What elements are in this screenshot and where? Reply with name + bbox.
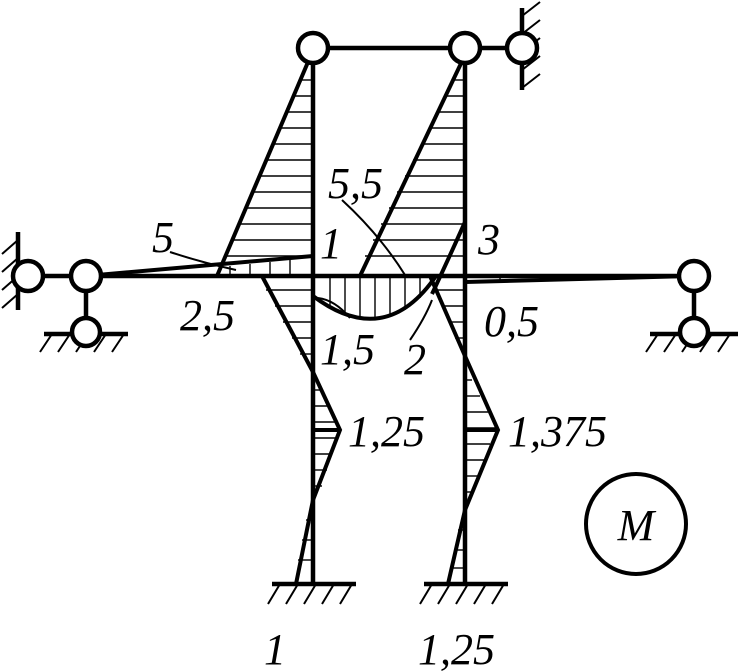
label-left-beam-joint: 2,5 (180, 291, 235, 340)
label-mid-beam: 1,5 (320, 325, 375, 374)
value-labels: 5,5 1 3 5 2,5 1,5 2 0,5 1,25 1,375 1 1,2… (152, 159, 607, 672)
hinge-top-wall (504, 30, 540, 66)
label-col1-mid: 1,25 (348, 407, 425, 456)
label-right-beam: 0,5 (484, 297, 539, 346)
moment-symbol: M (617, 501, 657, 550)
hinge-top-right (447, 30, 483, 66)
hinge-top-left (295, 30, 331, 66)
right-fixed-base (419, 581, 508, 605)
col1-upper-line (215, 54, 313, 277)
label-col2-mid: 1,375 (508, 407, 607, 456)
hinge-right-roller-top (676, 258, 712, 294)
moment-outlines (85, 54, 691, 585)
col2-joint-curve (430, 221, 467, 295)
hinge-right-roller-bottom (677, 315, 711, 349)
leader-5-5 (341, 199, 406, 276)
label-col2-base: 1,25 (418, 625, 495, 672)
hinges (10, 30, 712, 349)
mid-beam-hatch (329, 276, 421, 320)
leader-5 (169, 251, 237, 271)
leader-lines (169, 199, 433, 341)
leader-1-5 (317, 297, 351, 319)
hinge-left-wall (10, 258, 46, 294)
col2-upper-hatch (365, 79, 465, 257)
left-fixed-base (267, 581, 356, 605)
hinge-left-roller-bottom (69, 315, 103, 349)
label-left-beam: 5 (152, 213, 174, 262)
mid-beam-parabola (311, 274, 438, 321)
hinge-left-roller-top (68, 258, 104, 294)
label-col1-top: 5,5 (328, 159, 383, 208)
moment-symbol-circle (584, 472, 688, 576)
label-col2-joint: 3 (477, 215, 500, 264)
label-col1-base: 1 (264, 625, 286, 672)
col2-upper-line (358, 54, 467, 277)
left-beam-line (85, 254, 314, 278)
label-col1-joint: 1 (320, 219, 342, 268)
frame (86, 45, 694, 584)
label-mid-beam-right: 2 (404, 335, 426, 384)
leader-2 (409, 299, 433, 341)
